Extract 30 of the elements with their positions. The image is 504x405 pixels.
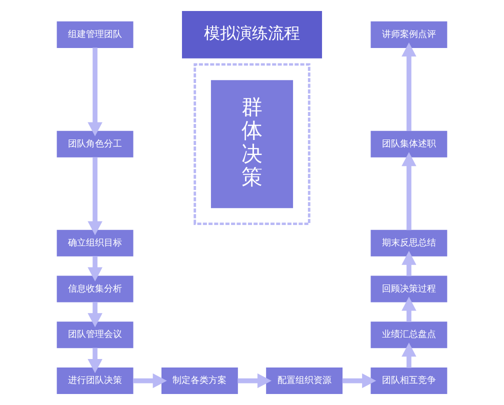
arrow: [88, 256, 102, 282]
arrow: [342, 373, 376, 388]
arrow: [238, 373, 272, 388]
node-box: 团队相互竞争: [370, 368, 448, 394]
arrow: [88, 348, 102, 374]
cluster: [194, 63, 310, 226]
node-box: 期末反思总结: [370, 230, 448, 256]
node-box: 制定各类方案: [161, 368, 238, 394]
arrow: [88, 48, 102, 136]
node-box: 配置组织资源: [266, 368, 343, 394]
node-box: 信息收集分析: [56, 276, 134, 302]
node-box: 确立组织目标: [56, 230, 134, 256]
arrow: [88, 302, 102, 328]
node-box: 讲师案例点评: [370, 21, 448, 48]
arrow: [402, 342, 416, 368]
arrow: [402, 42, 416, 132]
node-box: 群体决策: [210, 80, 294, 208]
node-box: 进行团队决策: [56, 368, 134, 394]
arrow: [402, 152, 416, 230]
arrow: [402, 296, 416, 322]
node-box: 回顾决策过程: [370, 276, 448, 302]
arrow: [402, 250, 416, 276]
node-box: 组建管理团队: [56, 21, 134, 48]
node-box: 团队角色分工: [56, 130, 134, 158]
arrow: [88, 157, 102, 236]
node-box: 团队管理会议: [56, 322, 134, 348]
node-box: 团队集体述职: [370, 130, 448, 158]
arrow: [133, 373, 167, 388]
node-box: 业绩汇总盘点: [370, 322, 448, 348]
node-box: 模拟演练流程: [182, 10, 322, 58]
